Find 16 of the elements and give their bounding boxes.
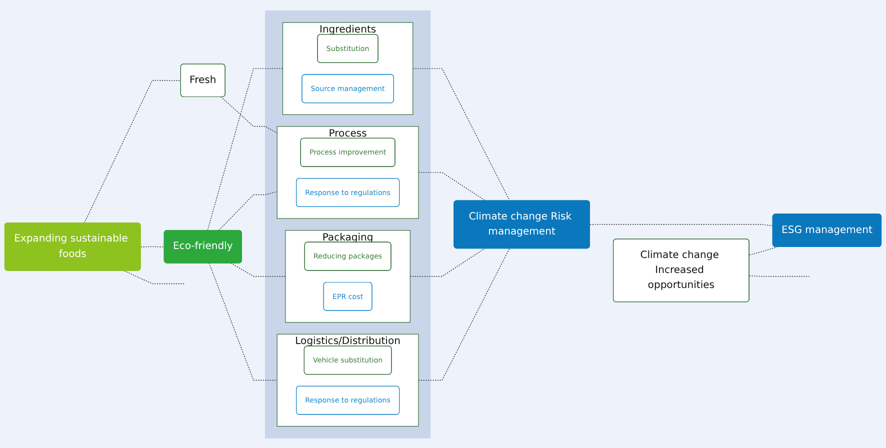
connector [124,270,186,284]
connector [418,172,486,200]
connector [412,68,510,200]
connector [748,275,810,276]
connector [220,96,278,133]
connector [410,248,486,276]
connector [590,224,774,226]
connector [140,246,165,247]
connector [207,68,284,230]
cluster [265,10,431,438]
connector [418,248,510,380]
connector [230,262,286,276]
connector [84,80,182,224]
connector [218,190,278,230]
connector [208,262,278,380]
connector [748,246,778,255]
